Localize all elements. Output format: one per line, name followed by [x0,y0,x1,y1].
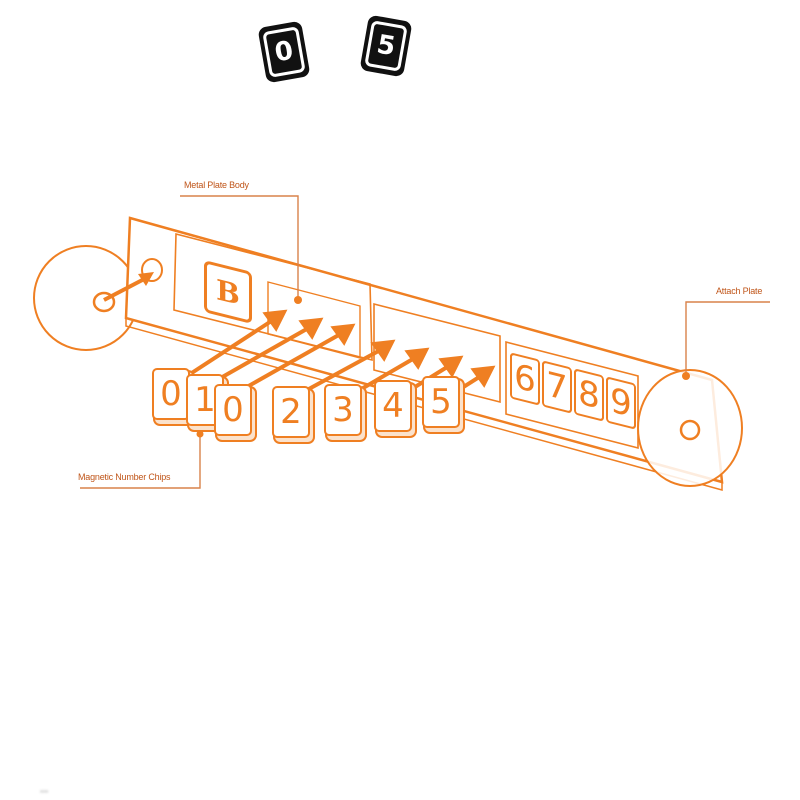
callout-magnetic-number-chips: Magnetic Number Chips [78,472,171,482]
callout-attach-plate: Attach Plate [716,286,763,296]
magnetic-chips-leader [80,434,201,489]
callout-lines [80,195,770,489]
right-suction-cup-hub [679,419,701,441]
magnetic-chip: 2 [272,386,310,438]
plate-digit: 7 [542,360,572,414]
plate-inner-panel-middle [373,302,501,404]
plate-digit: 8 [574,368,604,422]
plate-inner-panel-left [173,232,373,362]
footer-text: ... [40,784,49,795]
magnetic-chip: 3 [324,384,362,436]
magnetic-chip: 4 [374,380,412,432]
plate-inner-panel-right [505,340,639,450]
insert-arrows [182,309,496,402]
magnetic-chip: 0 [214,384,252,436]
plate-digit: 6 [510,352,540,406]
magnetic-chip: 0 [152,368,190,420]
callout-metal-plate-body: Metal Plate Body [184,180,249,190]
attach-plate-leader [685,301,770,376]
metal-plate-body-leader [180,195,299,300]
left-suction-cup [33,245,139,351]
plate-digit: 9 [606,376,636,430]
magnetic-chip: 5 [422,376,460,428]
